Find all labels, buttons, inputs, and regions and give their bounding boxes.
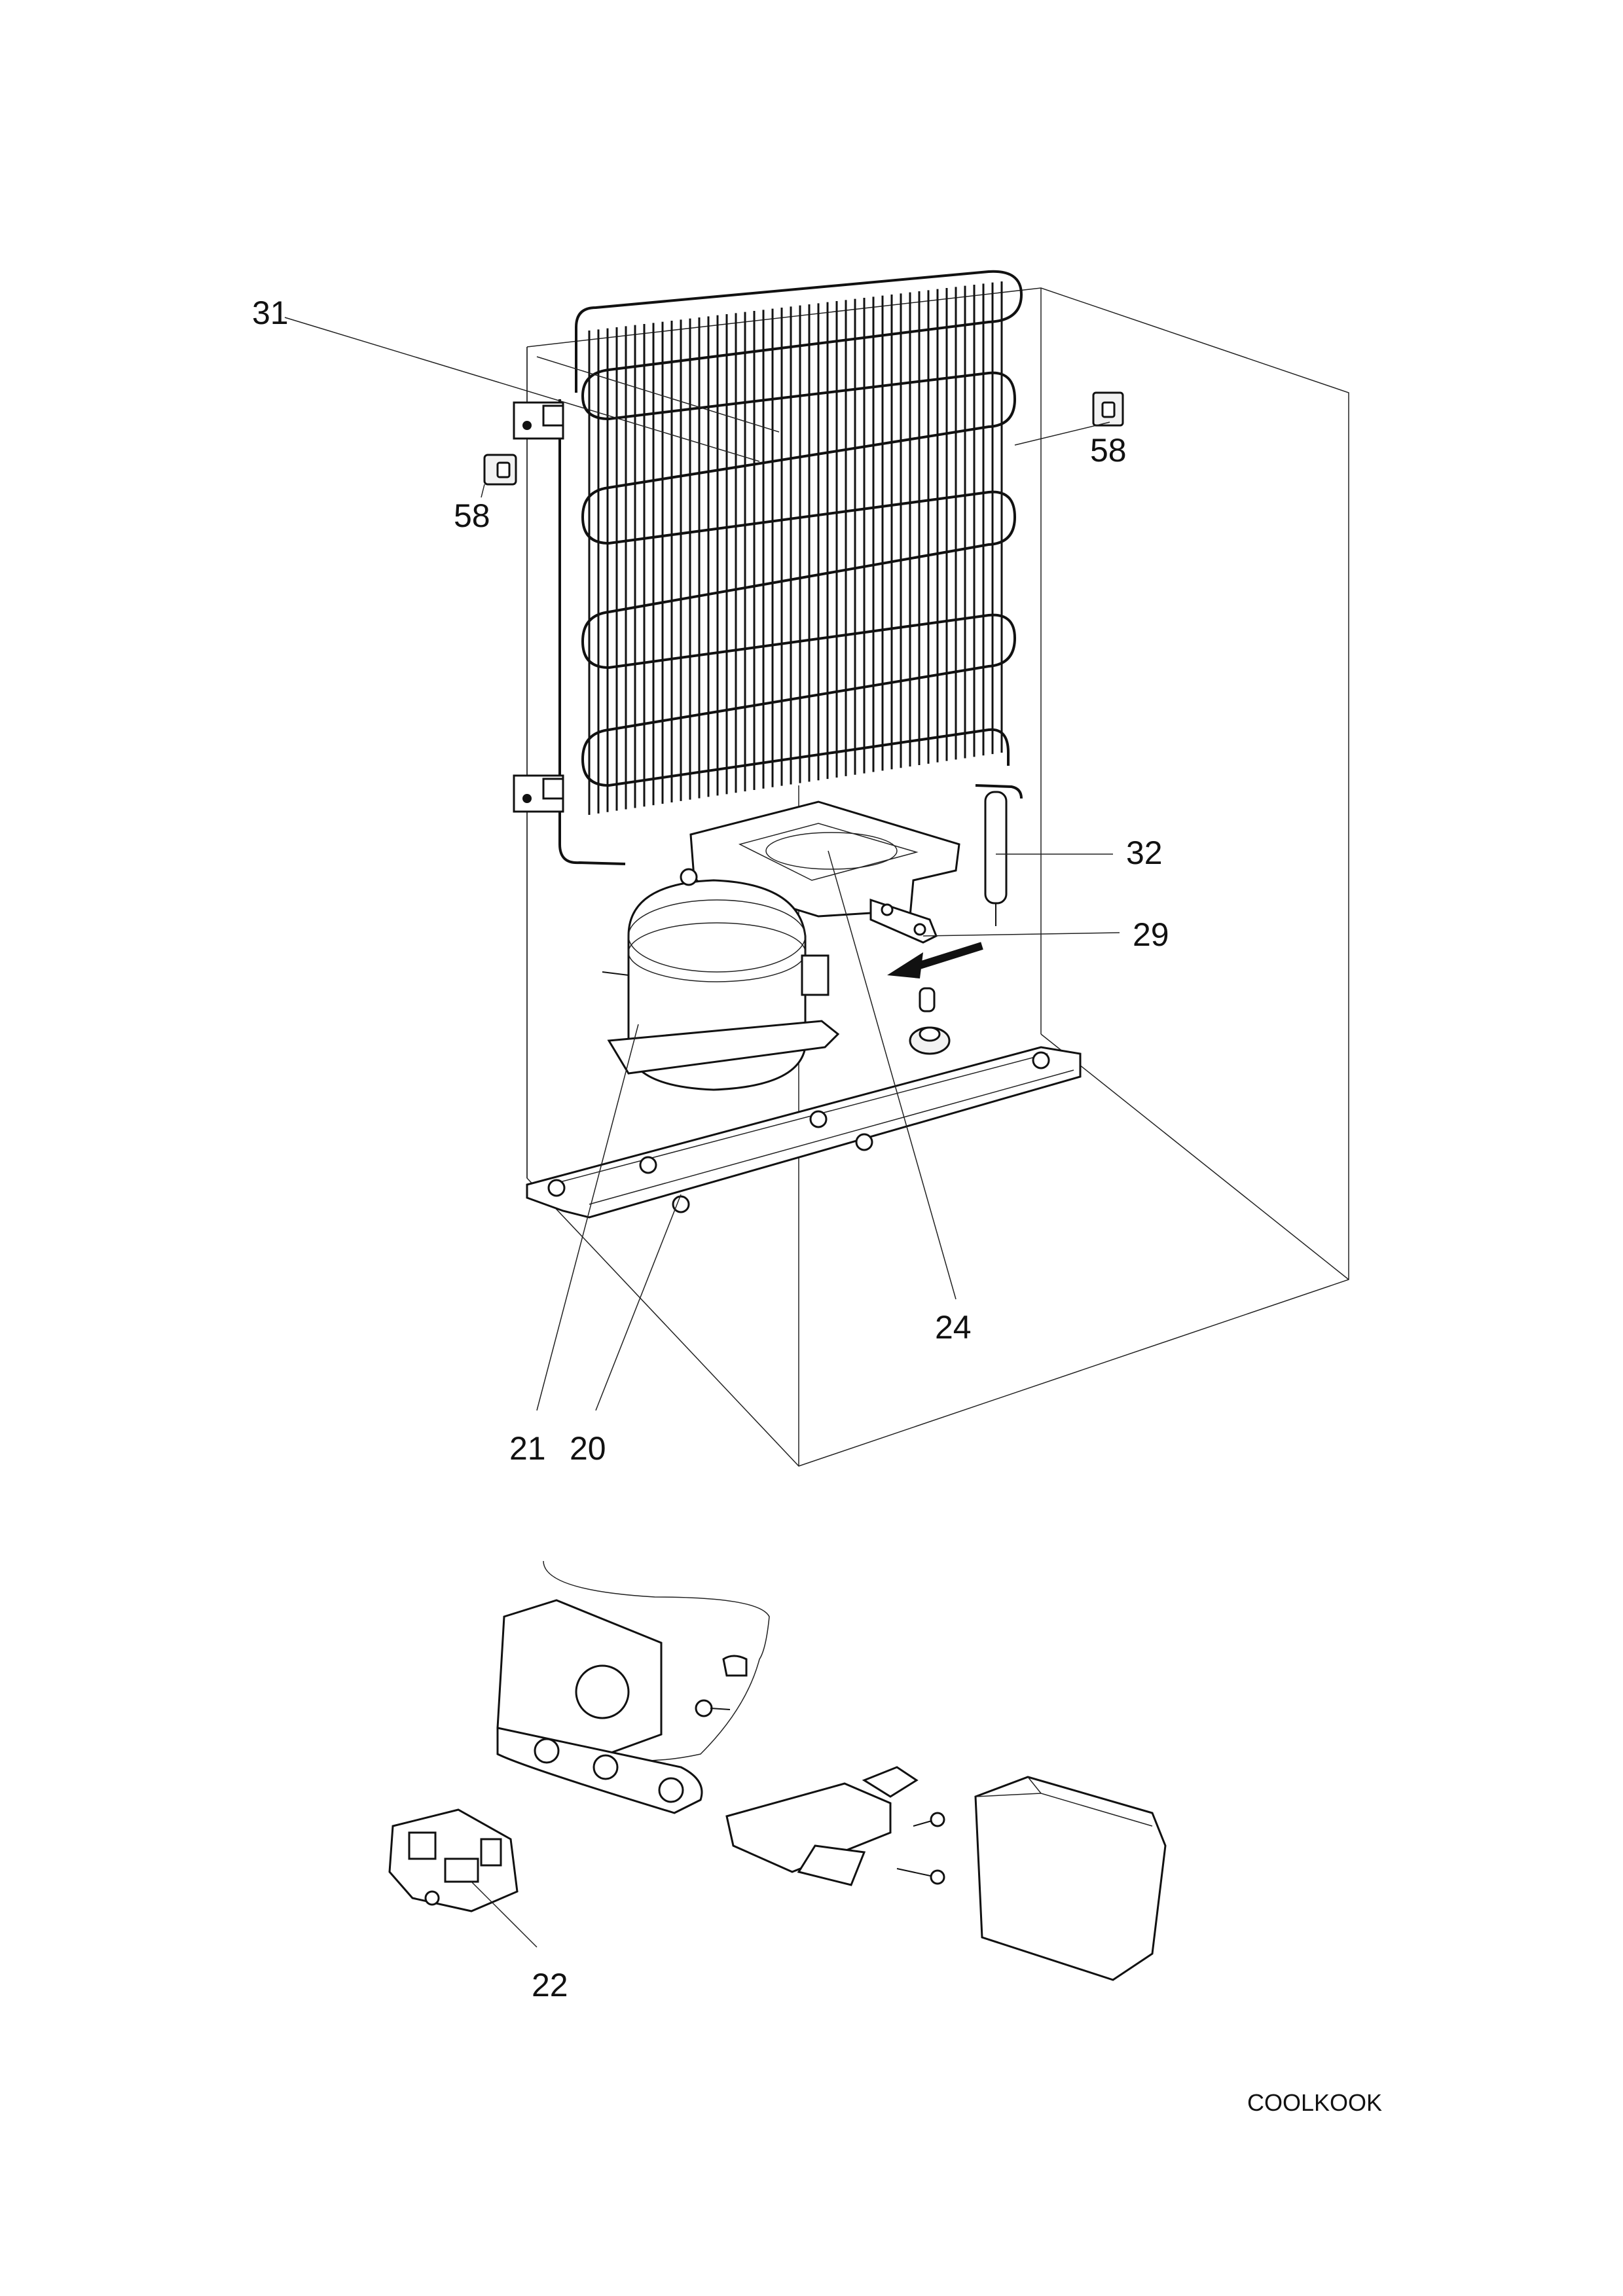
callout-20: 20 bbox=[570, 1430, 606, 1467]
terminal-cover bbox=[974, 1776, 1167, 1981]
direction-arrow-icon bbox=[887, 942, 983, 978]
callout-29: 29 bbox=[1133, 916, 1169, 953]
callout-22: 22 bbox=[532, 1967, 568, 2003]
bracket-part-29 bbox=[869, 898, 938, 944]
clip-part-58-right bbox=[1092, 391, 1124, 427]
base-rail-part-20 bbox=[526, 1046, 1082, 1219]
callout-24: 24 bbox=[935, 1309, 972, 1346]
coil-bracket-bottom bbox=[513, 774, 564, 813]
screws bbox=[896, 1812, 945, 1885]
callout-21: 21 bbox=[509, 1430, 546, 1467]
compressor-part-21 bbox=[602, 868, 840, 1091]
compressor-detail-view bbox=[496, 1560, 770, 1814]
callout-58-right: 58 bbox=[1090, 432, 1127, 469]
thermostat-bracket bbox=[725, 1766, 919, 1886]
callout-31: 31 bbox=[252, 295, 289, 331]
condenser-fins bbox=[588, 281, 1003, 815]
leader-lines bbox=[284, 317, 1120, 1948]
rubber-grommet bbox=[909, 987, 951, 1055]
relay-part-22 bbox=[388, 1808, 519, 1912]
coil-bracket-top bbox=[513, 401, 564, 440]
callout-58-left: 58 bbox=[454, 497, 490, 534]
filter-drier-part-32 bbox=[975, 784, 1023, 926]
diagram-code: COOLKOOK bbox=[1247, 2089, 1382, 2116]
clip-part-58-left bbox=[483, 454, 517, 486]
callout-32: 32 bbox=[1126, 834, 1163, 871]
condenser-coil bbox=[558, 270, 1023, 865]
